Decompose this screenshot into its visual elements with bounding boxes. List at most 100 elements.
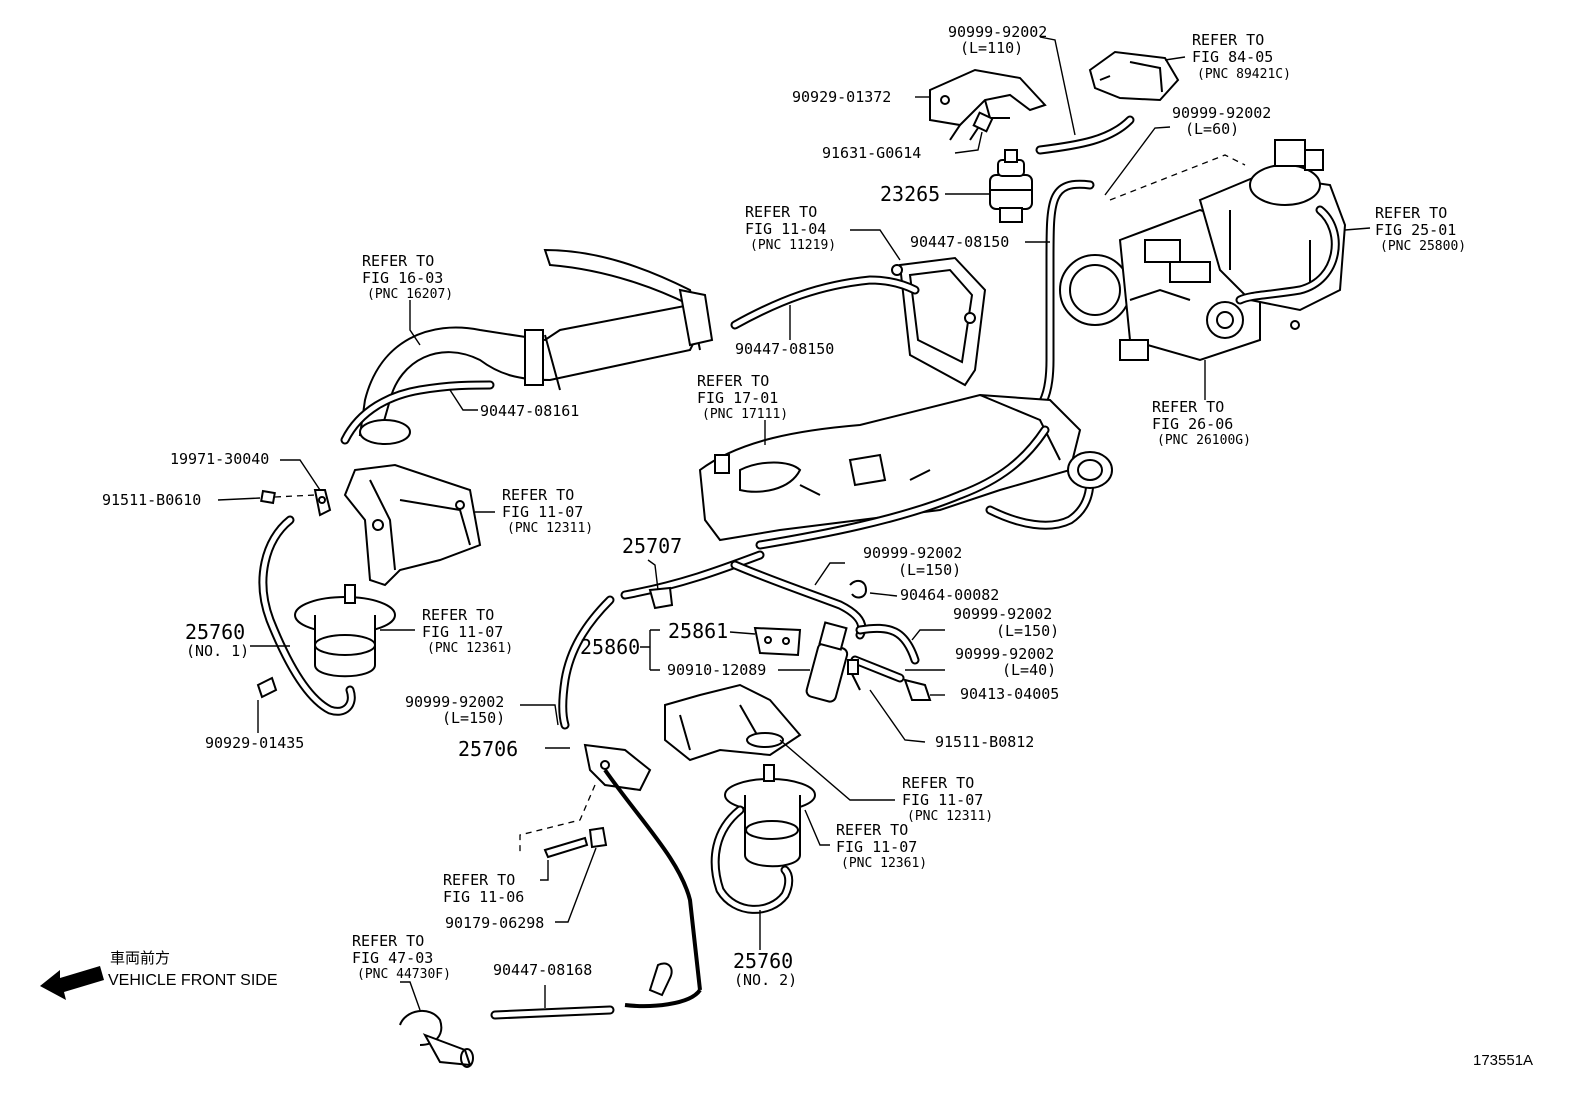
label-90999-92002-l110-partno: 90999-92002 (948, 23, 1047, 41)
label-90999-92002-l150-a-length: (L=150) (898, 561, 961, 579)
label-refer-25-01: REFER TO (1375, 204, 1447, 222)
vacuum-sensor-drawing (805, 621, 849, 703)
label-90999-92002-l150-c-length: (L=150) (442, 709, 505, 727)
label-90999-92002-l150-c-partno: 90999-92002 (405, 693, 504, 711)
label-refer-26-06-fig: FIG 26-06 (1152, 415, 1233, 433)
union-44730f-drawing (399, 1010, 474, 1068)
label-refer-11-04-pnc: (PNC 11219) (750, 238, 836, 253)
label-refer-11-07-c-fig: FIG 11-07 (902, 791, 983, 809)
throttle-governor-drawing (1198, 139, 1347, 330)
label-25760-no2: 25760 (733, 949, 793, 973)
label-25760-no2-sub: (NO. 2) (734, 971, 797, 989)
label-90447-08168: 90447-08168 (493, 961, 592, 979)
label-refer-16-03-pnc: (PNC 16207) (367, 287, 453, 302)
pipe-25706-drawing (583, 743, 702, 1009)
label-refer-17-01-fig: FIG 17-01 (697, 389, 778, 407)
engine-bracket-12311-left-drawing (343, 463, 482, 587)
stud-and-nut-drawing (543, 826, 608, 859)
label-refer-84-05: REFER TO (1192, 31, 1264, 49)
label-refer-11-07-c-pnc: (PNC 12311) (907, 809, 993, 824)
label-refer-11-07-b: REFER TO (422, 606, 494, 624)
label-refer-11-06-fig: FIG 11-06 (443, 888, 524, 906)
direction-label-english: VEHICLE FRONT SIDE (108, 972, 278, 989)
label-refer-26-06-pnc: (PNC 26100G) (1157, 433, 1251, 448)
label-90413-04005: 90413-04005 (960, 685, 1059, 703)
label-90999-92002-l60-partno: 90999-92002 (1172, 104, 1271, 122)
label-refer-11-04-fig: FIG 11-04 (745, 220, 826, 238)
label-refer-26-06: REFER TO (1152, 398, 1224, 416)
bolt-91631-g0614-drawing (969, 111, 994, 141)
label-refer-47-03: REFER TO (352, 932, 424, 950)
label-25707: 25707 (622, 534, 682, 558)
label-90999-92002-l150-b-partno: 90999-92002 (953, 605, 1052, 623)
vsv-23265-drawing (989, 149, 1033, 223)
label-90999-92002-l150-b-length: (L=150) (996, 622, 1059, 640)
label-90999-92002-l150-a-partno: 90999-92002 (863, 544, 962, 562)
label-25760-no1: 25760 (185, 620, 245, 644)
direction-label-japanese: 車両前方 (110, 949, 170, 967)
label-90999-92002-l60-length: (L=60) (1185, 120, 1239, 138)
hose-l110-drawing (1035, 115, 1135, 155)
label-90929-01372: 90929-01372 (792, 88, 891, 106)
label-refer-16-03: REFER TO (362, 252, 434, 270)
label-refer-11-07-b-pnc: (PNC 12361) (427, 641, 513, 656)
vehicle-front-arrow-icon (40, 966, 104, 1000)
bracket-19971-30040-drawing (260, 489, 332, 517)
label-90910-12089: 90910-12089 (667, 661, 766, 679)
label-refer-17-01: REFER TO (697, 372, 769, 390)
label-91631-g0614: 91631-G0614 (822, 144, 921, 162)
label-refer-25-01-fig: FIG 25-01 (1375, 221, 1456, 239)
bracket-90929-01372-drawing (929, 68, 1047, 141)
union-90413-04005-drawing (903, 678, 932, 701)
engine-bracket-12311-lower-drawing (664, 683, 802, 762)
label-25760-no1-sub: (NO. 1) (186, 642, 249, 660)
label-refer-11-07-d-fig: FIG 11-07 (836, 838, 917, 856)
label-refer-84-05-pnc: (PNC 89421C) (1197, 67, 1291, 82)
label-refer-11-07-c: REFER TO (902, 774, 974, 792)
bolt-91511-b0812-drawing (847, 659, 861, 691)
label-refer-11-07-d: REFER TO (836, 821, 908, 839)
label-90999-92002-l110-length: (L=110) (960, 39, 1023, 57)
label-91511-b0812: 91511-B0812 (935, 733, 1034, 751)
gasket-25861-drawing (753, 626, 802, 657)
label-refer-84-05-fig: FIG 84-05 (1192, 48, 1273, 66)
label-25861: 25861 (668, 619, 728, 643)
label-refer-47-03-pnc: (PNC 44730F) (357, 967, 451, 982)
label-90999-92002-l40-length: (L=40) (1002, 661, 1056, 679)
mount-25760-no2-drawing (724, 764, 816, 868)
label-refer-25-01-pnc: (PNC 25800) (1380, 239, 1466, 254)
sensor-89421c-drawing (1088, 50, 1180, 102)
ecu-plate-drawing (891, 256, 987, 387)
label-refer-16-03-fig: FIG 16-03 (362, 269, 443, 287)
label-90464-00082: 90464-00082 (900, 586, 999, 604)
label-25706: 25706 (458, 737, 518, 761)
mount-25760-no1-drawing (294, 584, 396, 678)
label-25860: 25860 (580, 635, 640, 659)
label-refer-11-07-a-pnc: (PNC 12311) (507, 521, 593, 536)
clip-90929-01435-drawing (256, 676, 278, 699)
label-90447-08150-middle: 90447-08150 (735, 340, 834, 358)
label-refer-11-07-d-pnc: (PNC 12361) (841, 856, 927, 871)
label-19971-30040: 19971-30040 (170, 450, 269, 468)
intake-pipe-drawing (358, 248, 714, 445)
label-refer-11-04: REFER TO (745, 203, 817, 221)
label-refer-11-07-a-fig: FIG 11-07 (502, 503, 583, 521)
callout-labels: 90999-92002 (L=110) REFER TO FIG 84-05 (… (102, 23, 1533, 1069)
leader-lines (217, 36, 1371, 1011)
label-90447-08161: 90447-08161 (480, 402, 579, 420)
label-refer-17-01-pnc: (PNC 17111) (702, 407, 788, 422)
label-90999-92002-l40-partno: 90999-92002 (955, 645, 1054, 663)
illustration-code: 173551A (1473, 1052, 1533, 1069)
label-refer-11-06: REFER TO (443, 871, 515, 889)
label-90179-06298: 90179-06298 (445, 914, 544, 932)
label-90447-08150-upper: 90447-08150 (910, 233, 1009, 251)
label-90929-01435: 90929-01435 (205, 734, 304, 752)
label-refer-47-03-fig: FIG 47-03 (352, 949, 433, 967)
label-refer-11-07-a: REFER TO (502, 486, 574, 504)
label-refer-11-07-b-fig: FIG 11-07 (422, 623, 503, 641)
label-23265: 23265 (880, 182, 940, 206)
label-91511-b0610: 91511-B0610 (102, 491, 201, 509)
fuel-damper-drawing (1067, 451, 1113, 489)
